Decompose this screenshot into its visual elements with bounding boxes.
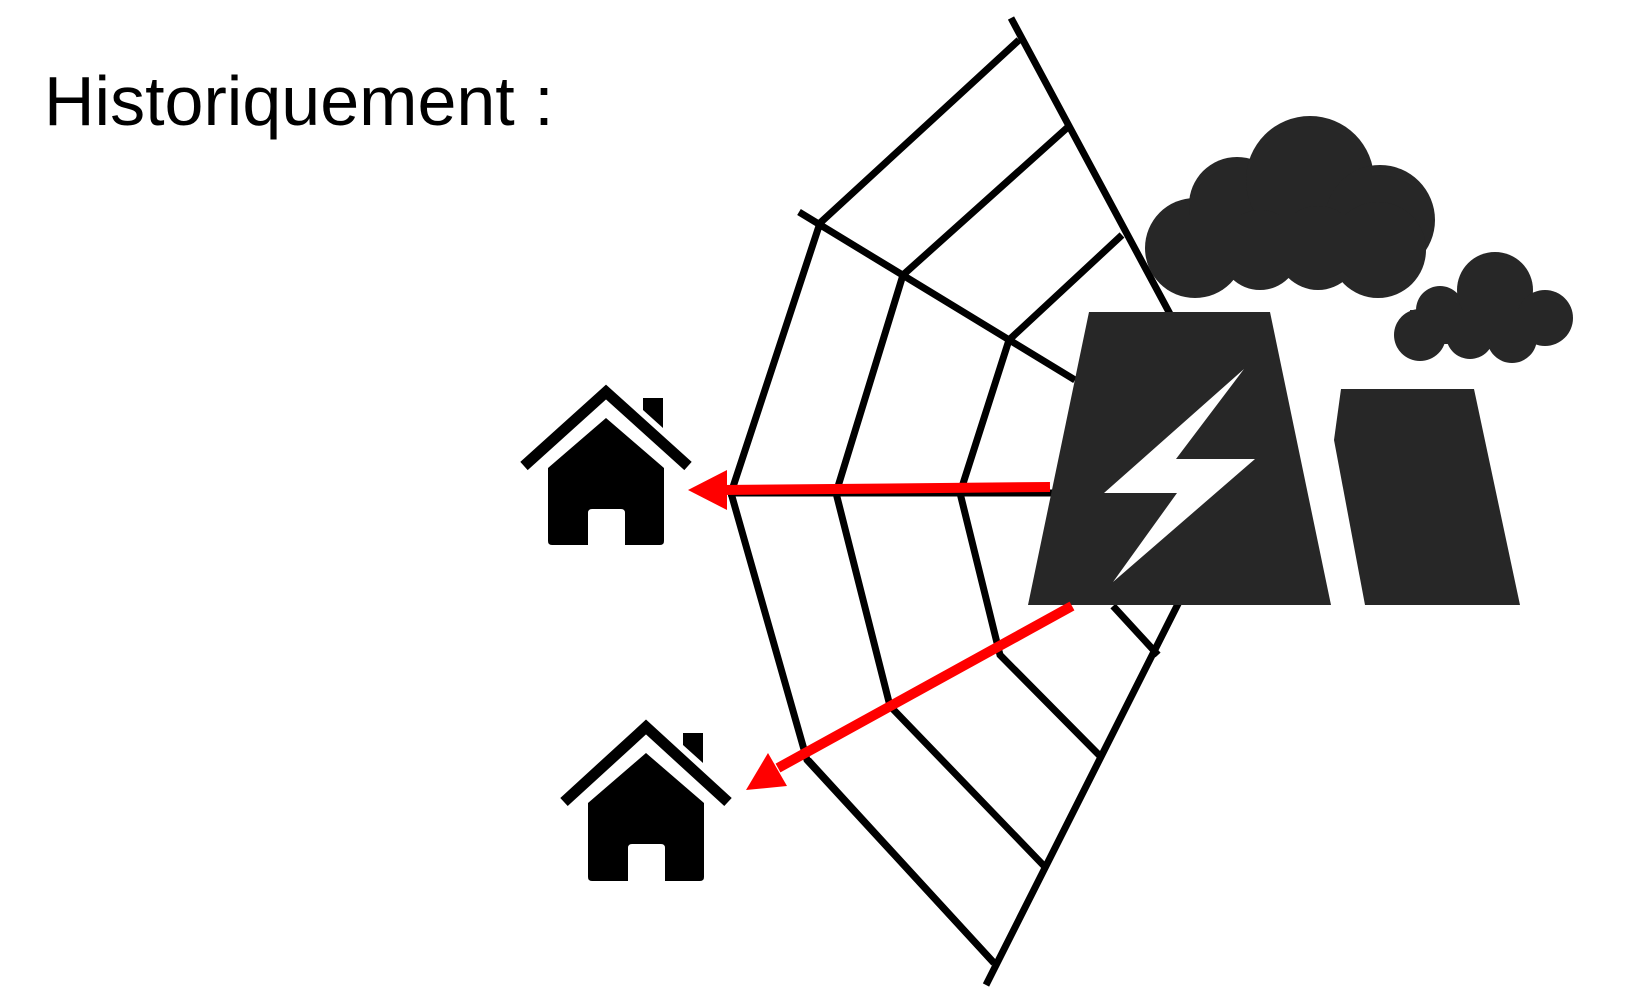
smoke-cloud-icon — [1145, 116, 1573, 363]
plant-main-tower — [1028, 312, 1331, 605]
page-title: Historiquement : — [44, 62, 554, 140]
plant-secondary-tower — [1334, 389, 1520, 605]
grid-ring-1 — [727, 37, 1022, 966]
house-icon — [560, 719, 732, 881]
grid-ring-2 — [832, 124, 1071, 871]
grid-ring-3 — [956, 232, 1125, 760]
power-plant-icon — [1028, 312, 1520, 605]
flow-arrow-bottom-shaft — [775, 601, 1075, 773]
flow-arrows — [688, 470, 1075, 790]
grid-radial-upper — [797, 209, 1077, 383]
flow-arrow-bottom-head — [746, 753, 787, 790]
lightning-bolt-icon — [1104, 369, 1255, 582]
flow-arrow-top-shaft — [719, 482, 1051, 495]
house-icon — [520, 384, 692, 545]
flow-arrow-top-head — [688, 470, 727, 510]
grid-ring-4 — [1110, 603, 1161, 658]
